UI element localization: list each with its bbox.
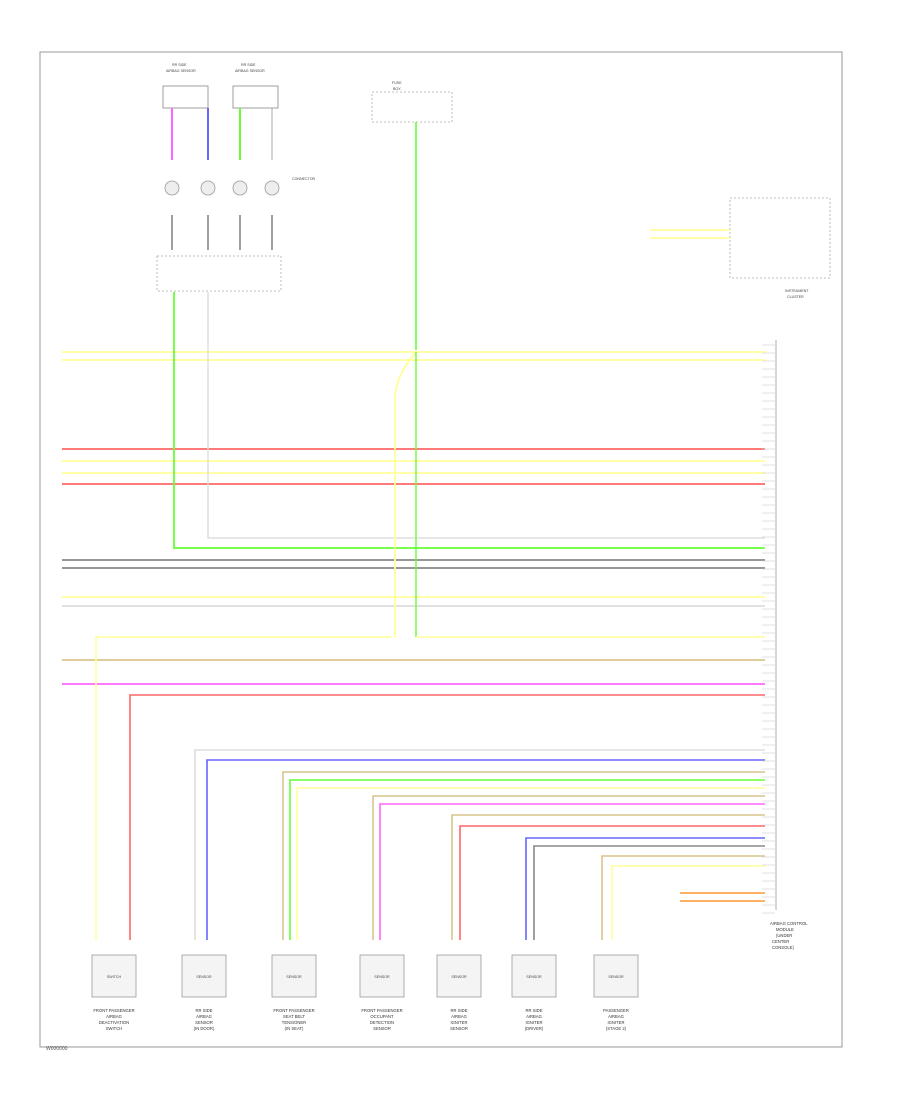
sensor-2-sub: AIRBAG SENSOR (235, 69, 265, 73)
component-caption-3-2: SEAT BELT (283, 1014, 305, 1019)
drop-4-a (372, 795, 765, 940)
drop-3-b (289, 779, 765, 940)
component-caption-3-1: FRONT PASSENGER (273, 1008, 314, 1013)
plug-1 (164, 180, 180, 196)
component-caption-4-3: DETECTION (370, 1020, 394, 1025)
horizontal-wires (62, 351, 765, 685)
component-caption-4-1: FRONT PASSENGER (361, 1008, 402, 1013)
component-caption-4-2: OCCUPANT (370, 1014, 394, 1019)
module-label-5: CONSOLE) (772, 945, 794, 950)
diagram-frame (39, 51, 843, 1048)
component-caption-1-3: DEACTIVATION (99, 1020, 129, 1025)
wire-center-pair-1 (394, 351, 417, 637)
component-caption-2-1: RR SIDE (196, 1008, 213, 1013)
component-caption-5-1: RR SIDE (451, 1008, 468, 1013)
drop-7-b (611, 865, 765, 940)
component-box-2 (181, 954, 227, 998)
drop-2-a (194, 749, 765, 940)
component-caption-1-2: AIRBAG (106, 1014, 122, 1019)
component-drops (95, 636, 765, 940)
sensor-1-title: RR SIDE (172, 63, 187, 67)
component-caption-3-4: (IN SEAT) (285, 1026, 304, 1031)
module-label-1: AIRBAG CONTROL (770, 921, 808, 926)
component-caption-2-2: AIRBAG (196, 1014, 212, 1019)
drop-3-c (296, 787, 765, 940)
component-caption-6-3: IGNITER (526, 1020, 543, 1025)
cluster-label-1: INSTRUMENT (785, 289, 809, 293)
sensor-box-2 (232, 85, 279, 109)
drop-1-red (129, 694, 765, 940)
component-box-label-6: SENSOR (526, 975, 542, 979)
component-caption-7-3: IGNITER (608, 1020, 625, 1025)
sensor-1-sub: AIRBAG SENSOR (166, 69, 196, 73)
component-caption-1-1: FRONT PASSENGER (93, 1008, 134, 1013)
component-caption-5-4: SENSOR (450, 1026, 468, 1031)
component-box-label-3: SENSOR (286, 975, 302, 979)
module-label-2: MODULE (776, 927, 794, 932)
fuse-box: FUSE BOX (371, 81, 453, 350)
drop-5-b (459, 825, 765, 940)
module-label-3: (UNDER (776, 933, 792, 938)
component-caption-2-3: SENSOR (195, 1020, 213, 1025)
component-caption-6-1: RR SIDE (526, 1008, 543, 1013)
cluster-label-2: CLUSTER (787, 295, 804, 299)
component-box-label-2: SENSOR (196, 975, 212, 979)
fuse-box-outline (371, 91, 453, 123)
drop-5-a (451, 814, 765, 940)
component-caption-1-4: SWITCH (106, 1026, 123, 1031)
module-pin-column (762, 340, 777, 914)
component-caption-7-4: (STAGE 2) (606, 1026, 627, 1031)
component-caption-6-2: AIRBAG (526, 1014, 542, 1019)
page-code: W000000 (46, 1046, 68, 1052)
top-left-sensors: RR SIDE AIRBAG SENSOR RR SIDE AIRBAG SEN… (156, 63, 315, 292)
wire-green-loop (173, 292, 765, 549)
component-box-label-4: SENSOR (374, 975, 390, 979)
component-box-label-7: SENSOR (608, 975, 624, 979)
plug-2 (200, 180, 216, 196)
component-caption-6-4: (DRIVER) (525, 1026, 544, 1031)
instrument-cluster: INSTRUMENT CLUSTER (650, 197, 831, 299)
component-caption-2-4: (IN DOOR) (194, 1026, 215, 1031)
plug-4 (264, 180, 280, 196)
cluster-outline (729, 197, 831, 279)
plug-3 (232, 180, 248, 196)
drop-2-b (206, 759, 765, 940)
module-label-4: CENTER (772, 939, 789, 944)
component-box-5 (436, 954, 482, 998)
component-caption-3-3: TENSIONER (282, 1020, 306, 1025)
connector-label: CONNECTOR (292, 177, 315, 181)
component-caption-7-2: AIRBAG (608, 1014, 624, 1019)
drop-4-b (379, 803, 765, 940)
component-caption-5-2: AIRBAG (451, 1014, 467, 1019)
component-box-7 (593, 954, 639, 998)
component-box-label-5: SENSOR (451, 975, 467, 979)
drop-1-yellow (95, 636, 392, 940)
component-box-3 (271, 954, 317, 998)
component-caption-5-3: IGNITER (451, 1020, 468, 1025)
fuse-box-label-2: BOX (393, 87, 401, 91)
connector-block (156, 255, 282, 292)
drop-3-a (282, 771, 765, 940)
drop-6-a (525, 837, 765, 940)
sensor-box-1 (162, 85, 209, 109)
sensor-2-title: RR SIDE (241, 63, 256, 67)
component-box-label-1: SWITCH (107, 975, 122, 979)
component-caption-7-1: PASSENGER (603, 1008, 629, 1013)
wire-lightgray-loop (207, 292, 765, 539)
component-caption-4-4: SENSOR (373, 1026, 391, 1031)
component-box-6 (511, 954, 557, 998)
drop-7-a (601, 855, 765, 940)
component-box-1 (91, 954, 137, 998)
fuse-box-label-1: FUSE (392, 81, 402, 85)
component-box-4 (359, 954, 405, 998)
drop-6-b (533, 845, 765, 940)
